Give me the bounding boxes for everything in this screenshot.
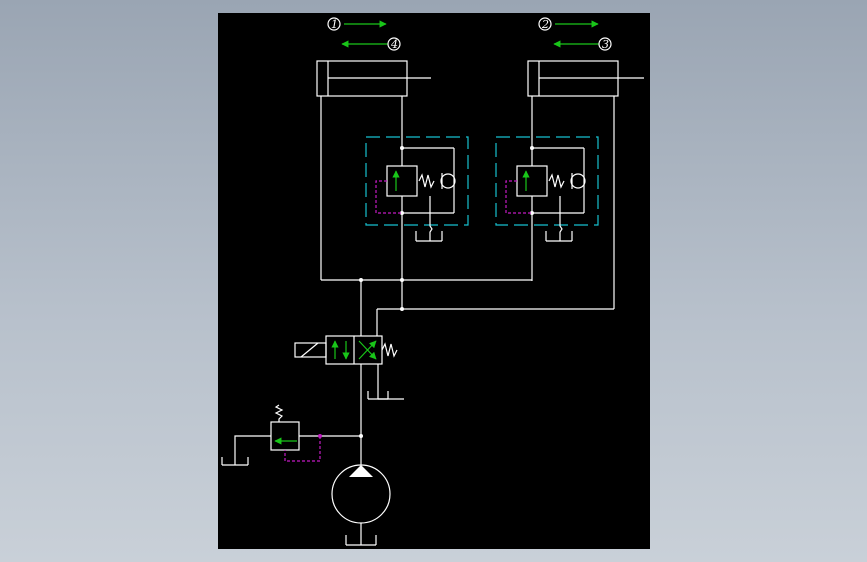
- motion-label-1-number: 1: [331, 18, 338, 31]
- valve-enclosure: [365, 136, 469, 226]
- motion-label-3: 3: [553, 37, 612, 51]
- pilot-line: [505, 180, 532, 214]
- motion-label-2: 2: [538, 17, 599, 31]
- motion-label-4: 4: [341, 37, 401, 51]
- relief-valve: [221, 404, 361, 466]
- piping: [320, 96, 615, 465]
- counterbalance-valve-1: [365, 96, 469, 281]
- pilot-line: [375, 180, 402, 214]
- hydraulic-schematic: 1 4 2 3: [221, 17, 644, 546]
- check-valve-icon: [570, 173, 586, 189]
- hydraulic-pump: [331, 464, 391, 546]
- hydraulic-cylinder-2: [527, 60, 644, 97]
- spring-icon: [418, 173, 435, 189]
- solenoid-directional-valve: [294, 335, 404, 400]
- pilot-line: [284, 436, 321, 462]
- spring-icon: [548, 173, 565, 189]
- motion-label-2-number: 2: [541, 18, 549, 31]
- counterbalance-valve-2: [495, 96, 599, 281]
- spring-icon: [381, 342, 398, 358]
- solenoid-icon: [294, 342, 327, 358]
- motion-label-1: 1: [327, 17, 387, 31]
- hydraulic-cylinder-1: [316, 60, 431, 97]
- check-valve-icon: [440, 173, 456, 189]
- valve-enclosure: [495, 136, 599, 226]
- spring-icon: [274, 404, 284, 422]
- motion-label-3-number: 3: [602, 38, 609, 51]
- schematic-canvas: 1 4 2 3: [218, 13, 650, 549]
- motion-label-4-number: 4: [390, 38, 398, 51]
